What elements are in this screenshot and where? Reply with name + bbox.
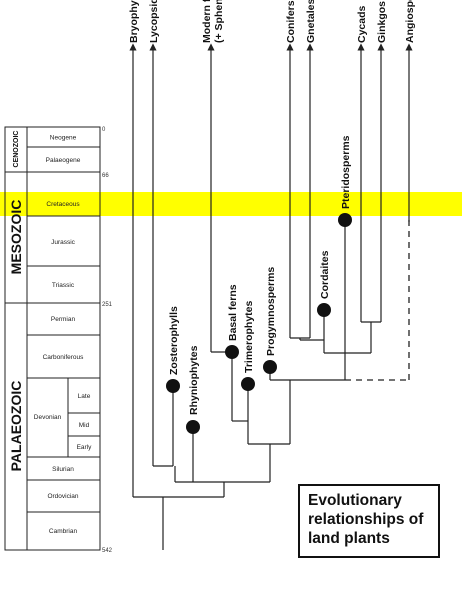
progymnosperms-marker (263, 360, 277, 374)
age-label-66: 66 (102, 173, 109, 179)
tree-lines (129, 43, 385, 550)
diagram-title-box: Evolutionary relationships of land plant… (298, 484, 440, 558)
era-label-palaeozoic: PALAEOZOIC (8, 381, 24, 472)
period-label-cambrian: Cambrian (49, 528, 78, 535)
label-gnetales: Gnetales (305, 0, 317, 43)
label-cordaites: Cordaites (319, 250, 331, 299)
period-label-silurian: Silurian (52, 466, 74, 473)
basal-ferns-marker (225, 345, 239, 359)
age-label-542: 542 (102, 548, 113, 554)
period-label-triassic: Triassic (52, 282, 75, 289)
period-label-jurassic: Jurassic (51, 239, 76, 246)
rhyniophytes-marker (186, 420, 200, 434)
period-label-devonian: Devonian (34, 414, 62, 421)
label-pteridosperms: Pteridosperms (340, 135, 352, 209)
age-label-0: 0 (102, 127, 106, 133)
epoch-label-early: Early (77, 444, 93, 451)
fossil-markers (166, 213, 352, 434)
period-label-palaeogene: Palaeogene (46, 157, 81, 164)
geologic-timescale (4, 126, 101, 551)
label-cycads: Cycads (356, 5, 368, 43)
period-label-permian: Permian (51, 316, 76, 323)
epoch-label-late: Late (78, 393, 91, 400)
pteridosperms-marker (338, 213, 352, 227)
label-angiosperms: Angiosperms (404, 0, 416, 43)
label-bryophytes: Bryophytes (128, 0, 140, 43)
period-label-cretaceous: Cretaceous (46, 201, 80, 208)
label-lycopsids: Lycopsids (148, 0, 160, 43)
label-zosterophylls: Zosterophylls (168, 306, 180, 375)
cordaites-marker (317, 303, 331, 317)
label-progymnosperms: Progymnosperms (265, 267, 277, 356)
label-rhyniophytes: Rhyniophytes (188, 345, 200, 415)
label-ginkgos: Ginkgos (376, 1, 388, 43)
label-trimerophytes: Trimerophytes (243, 300, 255, 373)
label-conifers: Conifers (285, 0, 297, 43)
label-sphenopsids: (+ Sphenopsids) (213, 0, 225, 43)
label-basal-ferns: Basal ferns (227, 284, 239, 341)
trimerophytes-marker (241, 377, 255, 391)
diagram-title: Evolutionary relationships of land plant… (308, 492, 424, 547)
era-label-mesozoic: MESOZOIC (8, 200, 24, 275)
epoch-label-mid: Mid (79, 422, 90, 429)
era-label-cenozoic: CENOZOIC (13, 131, 20, 168)
cretaceous-highlight (0, 192, 462, 216)
angiosperm-link (345, 220, 410, 381)
zosterophylls-marker (166, 379, 180, 393)
period-label-neogene: Neogene (50, 135, 77, 142)
period-label-carboniferous: Carboniferous (43, 354, 85, 361)
period-label-ordovician: Ordovician (47, 493, 78, 500)
age-label-251: 251 (102, 302, 113, 308)
label-modern-ferns: Modern ferns (201, 0, 213, 43)
